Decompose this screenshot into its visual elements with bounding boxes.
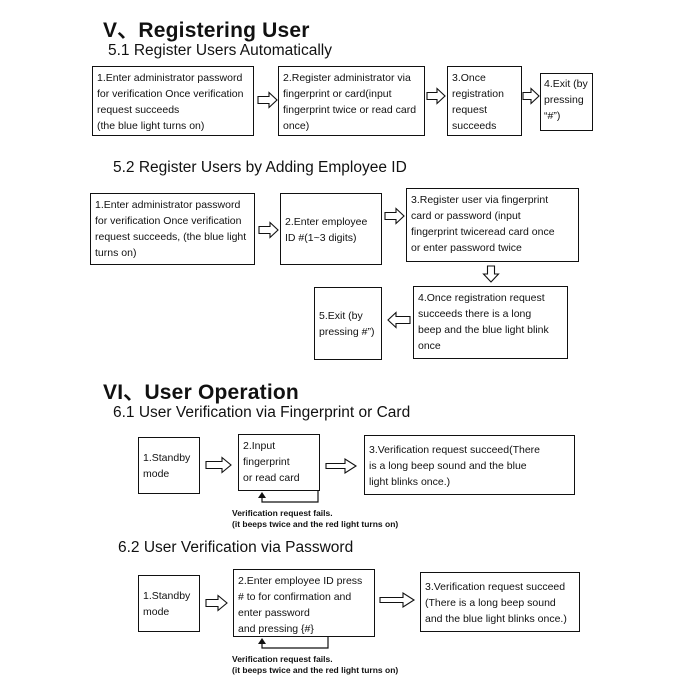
arrow-right-icon bbox=[205, 456, 232, 474]
failure-loop-line-6-2 bbox=[261, 637, 329, 649]
arrow-up-icon bbox=[258, 638, 266, 644]
step-5-2-5-text: 5.Exit (by pressing #”) bbox=[319, 310, 375, 338]
step-5-1-4-box: 4.Exit (by pressing “#”) bbox=[540, 73, 593, 131]
step-5-2-4-box: 4.Once registration request succeeds the… bbox=[413, 286, 568, 359]
step-5-1-3-box: 3.Once registration request succeeds bbox=[447, 66, 522, 136]
step-6-2-1-text: 1.Standby mode bbox=[143, 590, 191, 618]
arrow-left-icon bbox=[387, 311, 411, 329]
step-6-1-3-text: 3.Verification request succeed(There is … bbox=[369, 443, 541, 488]
arrow-down-icon bbox=[482, 265, 500, 283]
step-6-2-3-box: 3.Verification request succeed (There is… bbox=[420, 572, 580, 632]
arrow-right-icon bbox=[257, 91, 278, 109]
step-6-1-1-box: 1.Standby mode bbox=[138, 437, 200, 494]
arrow-right-icon bbox=[522, 87, 540, 105]
step-5-2-3-box: 3.Register user via fingerprint card or … bbox=[406, 188, 579, 262]
arrow-right-icon bbox=[325, 457, 358, 475]
step-6-1-3-box: 3.Verification request succeed(There is … bbox=[364, 435, 575, 495]
arrow-up-icon bbox=[258, 492, 266, 498]
step-6-1-2-box: 2.Input fingerprint or read card bbox=[238, 434, 320, 491]
step-5-2-5-box: 5.Exit (by pressing #”) bbox=[314, 287, 382, 360]
step-6-2-1-box: 1.Standby mode bbox=[138, 575, 200, 632]
arrow-right-icon bbox=[426, 87, 446, 105]
arrow-right-icon bbox=[384, 207, 405, 225]
step-5-2-2-box: 2.Enter employee ID #(1~3 digits) bbox=[280, 193, 382, 265]
arrow-right-icon bbox=[258, 221, 279, 239]
failure-loop-line-6-1 bbox=[261, 491, 319, 503]
section-5-title: V、Registering User bbox=[103, 19, 310, 42]
section-6-1-title: 6.1 User Verification via Fingerprint or… bbox=[113, 404, 411, 421]
step-6-2-2-box: 2.Enter employee ID press # to for confi… bbox=[233, 569, 375, 637]
step-5-2-1-box: 1.Enter administrator password for verif… bbox=[90, 193, 255, 265]
step-5-2-2-text: 2.Enter employee ID #(1~3 digits) bbox=[285, 215, 368, 244]
step-5-1-1-box: 1.Enter administrator password for verif… bbox=[92, 66, 254, 136]
section-6-title: VI、User Operation bbox=[103, 381, 299, 404]
step-6-2-3-text: 3.Verification request succeed (There is… bbox=[425, 580, 567, 625]
section-5-2-title: 5.2 Register Users by Adding Employee ID bbox=[113, 159, 407, 176]
arrow-right-icon bbox=[205, 594, 228, 612]
section-6-2-title: 6.2 User Verification via Password bbox=[118, 539, 354, 556]
section-5-1-title: 5.1 Register Users Automatically bbox=[108, 42, 332, 59]
failure-note-6-2: Verification request fails. (it beeps tw… bbox=[232, 654, 399, 675]
step-6-1-1-text: 1.Standby mode bbox=[143, 452, 191, 480]
failure-note-6-1: Verification request fails. (it beeps tw… bbox=[232, 508, 399, 529]
arrow-right-icon bbox=[379, 591, 416, 609]
step-5-1-2-box: 2.Register administrator via fingerprint… bbox=[278, 66, 425, 136]
